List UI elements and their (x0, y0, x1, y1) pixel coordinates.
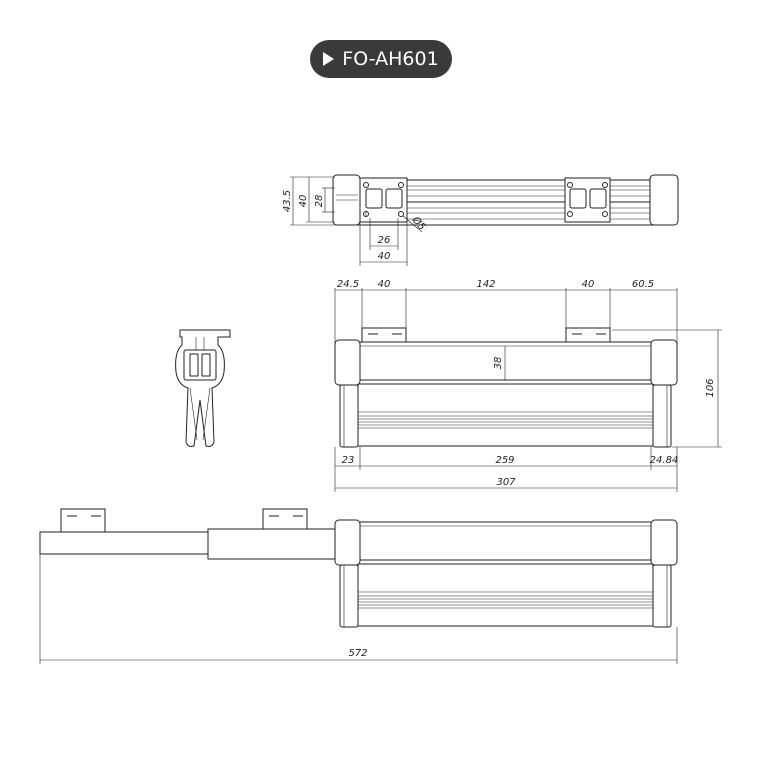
dim-top-40: 40 (298, 195, 309, 208)
model-title: FO-AH601 (342, 48, 439, 70)
dim-front-24-84: 24.84 (650, 455, 679, 466)
front-view: 24.5 40 142 40 60.5 38 (334, 279, 722, 492)
play-icon (323, 52, 335, 66)
model-badge: FO-AH601 (310, 40, 452, 78)
dim-extended-572: 572 (348, 648, 367, 659)
dim-top-40b: 40 (378, 251, 391, 262)
top-view: 43.5 40 28 26 40 Ø5 (282, 174, 679, 266)
dim-front-38: 38 (493, 357, 504, 370)
dim-front-40a: 40 (378, 279, 391, 290)
dim-top-43-5: 43.5 (282, 190, 293, 212)
dim-front-142: 142 (476, 279, 495, 290)
dim-top-28: 28 (314, 195, 325, 208)
dim-front-24-5: 24.5 (337, 279, 359, 290)
dim-front-23: 23 (342, 455, 355, 466)
dim-front-259: 259 (495, 455, 514, 466)
side-profile (175, 329, 231, 447)
dim-front-307: 307 (496, 477, 516, 488)
dim-front-40b: 40 (582, 279, 595, 290)
dim-front-106: 106 (705, 378, 716, 397)
extended-view: 572 (39, 508, 678, 664)
dim-front-60-5: 60.5 (632, 279, 654, 290)
dim-top-26: 26 (378, 235, 391, 246)
